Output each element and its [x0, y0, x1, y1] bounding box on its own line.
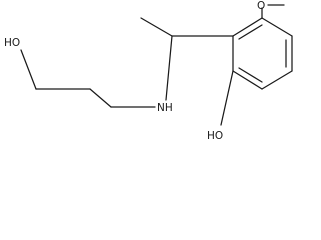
ring-bond-2	[261, 17, 293, 37]
bond-ch-nitrogen	[165, 35, 173, 101]
methoxy-oxygen-label: O	[257, 0, 265, 12]
ring-bond-5	[232, 70, 263, 90]
ring-bond-4	[261, 70, 293, 90]
ring-bond-1	[232, 17, 263, 37]
ring-double-bond-3	[238, 67, 263, 83]
benzene-ring	[232, 17, 293, 90]
bond-ch-methyl	[140, 17, 173, 37]
amine-label: NH	[157, 102, 173, 114]
bond-c1-c2	[89, 88, 112, 108]
structure-diagram: O HO NH HO	[4, 0, 293, 142]
ring-double-bond-1	[238, 24, 263, 40]
bond-c3-oxygen	[20, 49, 37, 90]
phenol-hydroxyl-label: HO	[207, 130, 223, 142]
chain-hydroxyl-label: HO	[4, 37, 20, 49]
bond-ring-phenol-o	[220, 70, 234, 126]
